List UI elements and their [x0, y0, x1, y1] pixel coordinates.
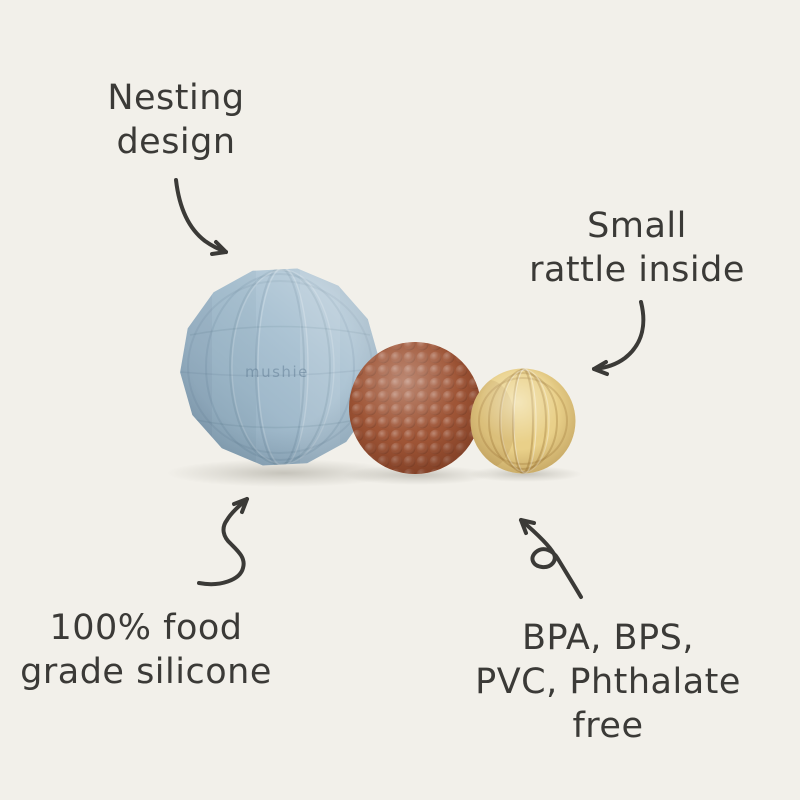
ball-orange-bumpy [349, 342, 481, 474]
annotation-bpa-free: BPA, BPS, PVC, Phthalate free [475, 618, 741, 746]
annotation-arrows [174, 178, 646, 599]
annotation-food-grade: 100% food grade silicone [20, 608, 272, 692]
brand-emboss-text: mushie [245, 363, 309, 381]
arrow-nesting-design [174, 178, 228, 256]
ball-yellow-ribbed [470, 368, 576, 474]
arrow-bpa-free [519, 518, 583, 599]
arrow-food-grade [197, 497, 249, 587]
ball-blue-faceted: mushie [180, 268, 380, 466]
arrow-small-rattle [592, 300, 646, 376]
ground-shadows [166, 459, 582, 487]
annotation-small-rattle: Small rattle inside [529, 206, 745, 290]
annotation-nesting-design: Nesting design [107, 78, 245, 162]
